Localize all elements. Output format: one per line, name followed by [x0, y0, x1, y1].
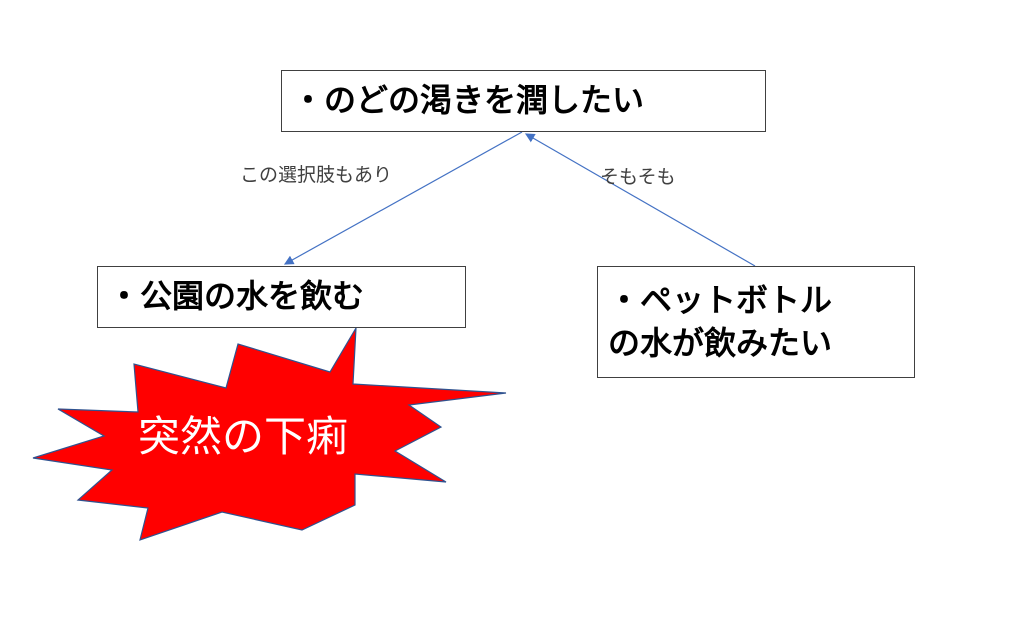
node-top-goal-text: ・のどの渇きを潤したい: [292, 81, 645, 120]
edge-label-right: そもそも: [600, 166, 676, 188]
burst-shape: [32, 327, 507, 541]
node-right-option-text: ・ペットボトル の水が飲みたい: [608, 280, 833, 362]
edge-label-left: この選択肢もあり: [240, 164, 393, 186]
node-top-goal[interactable]: ・のどの渇きを潤したい: [281, 70, 766, 132]
node-left-option-text: ・公園の水を飲む: [108, 277, 365, 316]
connector-right-to-top: [524, 133, 756, 267]
node-right-option[interactable]: ・ペットボトル の水が飲みたい: [597, 266, 915, 378]
node-left-option[interactable]: ・公園の水を飲む: [97, 266, 466, 328]
connector-top-to-left: [283, 131, 523, 265]
burst-text: 突然の下痢: [138, 412, 349, 461]
